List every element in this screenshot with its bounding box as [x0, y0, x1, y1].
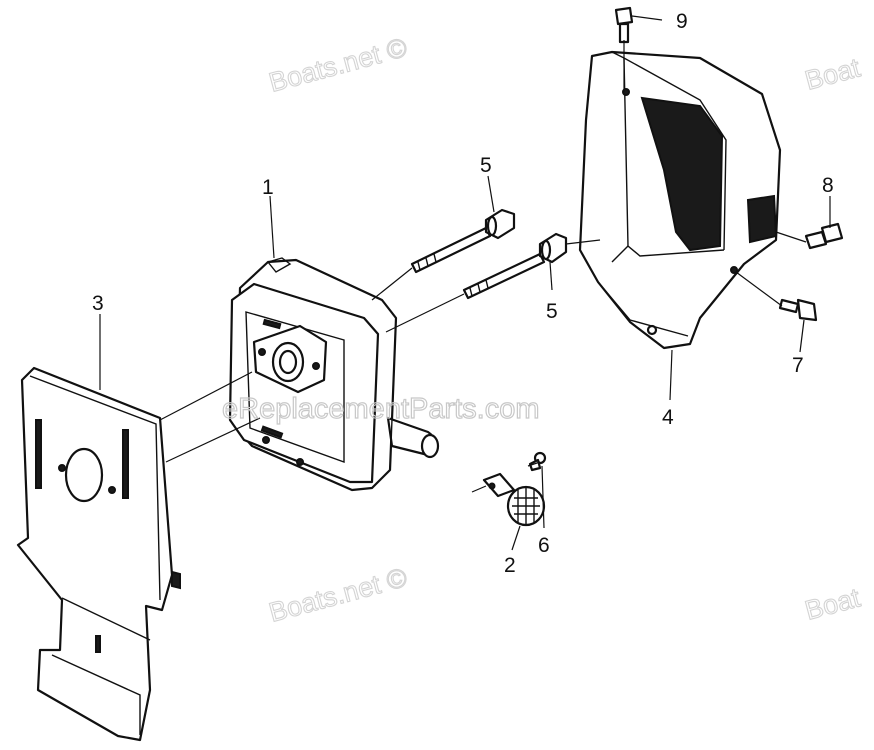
assembly-leader-lines	[159, 40, 807, 493]
callout-6: 6	[538, 534, 550, 557]
long-bolt-lower	[462, 232, 568, 300]
watermark-boats-bottom: Boats.net ©	[266, 562, 411, 628]
long-bolt-upper	[410, 208, 516, 274]
callout-8: 8	[822, 174, 834, 197]
callout-7: 7	[792, 354, 804, 377]
callout-4: 4	[662, 406, 674, 429]
protector-bolt-side	[804, 222, 844, 250]
watermark-boats-edge-bottom: Boat	[802, 582, 864, 625]
watermark-boats-top: Boats.net ©	[266, 32, 411, 98]
spark-arrester	[482, 472, 546, 527]
watermark-boats-edge-top: Boat	[802, 52, 864, 95]
protector-bolt-top	[614, 6, 634, 44]
callout-5-lower: 5	[546, 300, 558, 323]
muffler	[228, 257, 440, 492]
small-screw	[528, 451, 547, 472]
watermark-ereplacementparts: eReplacementParts.com	[222, 393, 540, 425]
callout-3: 3	[92, 292, 104, 315]
callout-9: 9	[676, 10, 688, 33]
callout-1: 1	[262, 176, 274, 199]
callout-5-upper: 5	[480, 154, 492, 177]
callout-pointers	[99, 15, 831, 551]
heat-shield-plate	[16, 366, 181, 742]
callout-2: 2	[504, 554, 516, 577]
muffler-protector	[578, 50, 782, 350]
protector-bolt-lower	[778, 298, 818, 322]
